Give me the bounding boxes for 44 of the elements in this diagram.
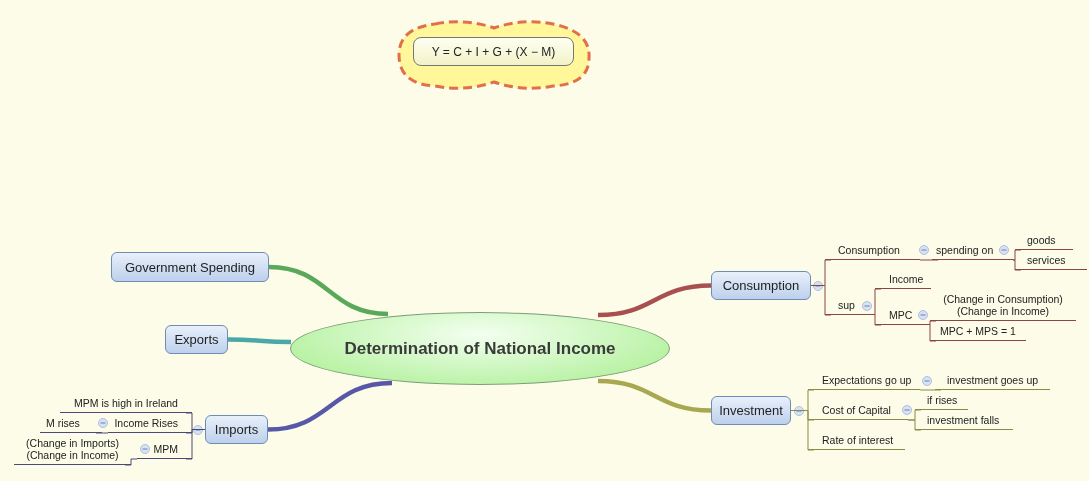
subtopic-label: spending on <box>932 240 1013 260</box>
topic-box: Imports <box>205 415 268 444</box>
branch-line <box>1012 259 1022 271</box>
subtopic-label: investment falls <box>915 412 1013 430</box>
branch-connector <box>267 380 393 432</box>
branch-connector <box>228 337 291 345</box>
cloud-callout <box>395 18 593 90</box>
branch-connector <box>597 283 712 318</box>
branch-line <box>919 389 942 391</box>
subtopic-label: sup <box>825 296 875 315</box>
branch-line <box>907 419 922 431</box>
subtopic-label: Income <box>875 270 931 289</box>
subtopic-label: MPM is high in Ireland <box>60 395 192 413</box>
subtopic-label: if rises <box>915 392 968 410</box>
formula-box: Y = C + I + G + (X − M) <box>413 37 574 66</box>
branch-connector <box>268 264 389 317</box>
subtopic-label: Cost of Capital <box>808 401 908 420</box>
central-topic-ellipse: Determination of National Income <box>290 312 670 385</box>
subtopic-label: MPC + MPS = 1 <box>930 323 1026 341</box>
branch-line <box>929 324 937 342</box>
subtopic-label: M rises <box>40 414 102 433</box>
topic-box: Government Spending <box>111 252 269 282</box>
branch-line <box>95 432 109 434</box>
subtopic-label: investment goes up <box>935 372 1050 390</box>
subtopic-label: goods <box>1015 231 1073 250</box>
branch-line <box>874 288 882 316</box>
branch-line <box>919 259 939 261</box>
subtopic-label: (Change in Consumption) (Change in Income) <box>930 290 1076 321</box>
subtopic-label: Income Rises <box>108 414 192 433</box>
branch-line <box>929 320 937 326</box>
branch-line <box>1012 249 1022 261</box>
branch-line <box>124 458 138 466</box>
topic-box: Consumption <box>711 271 811 300</box>
subtopic-label: Consumption <box>825 240 920 260</box>
branch-connector <box>597 378 712 413</box>
subtopic-label: MPC <box>875 305 930 325</box>
topic-box: Investment <box>711 396 791 425</box>
subtopic-label: MPM <box>137 440 192 459</box>
topic-box: Exports <box>165 325 228 354</box>
subtopic-label: services <box>1015 251 1087 270</box>
branch-line <box>874 314 882 326</box>
subtopic-label: Expectations go up <box>808 372 920 390</box>
subtopic-label: (Change in Imports) (Change in Income) <box>14 433 131 465</box>
subtopic-label: Rate of interest <box>808 432 905 450</box>
